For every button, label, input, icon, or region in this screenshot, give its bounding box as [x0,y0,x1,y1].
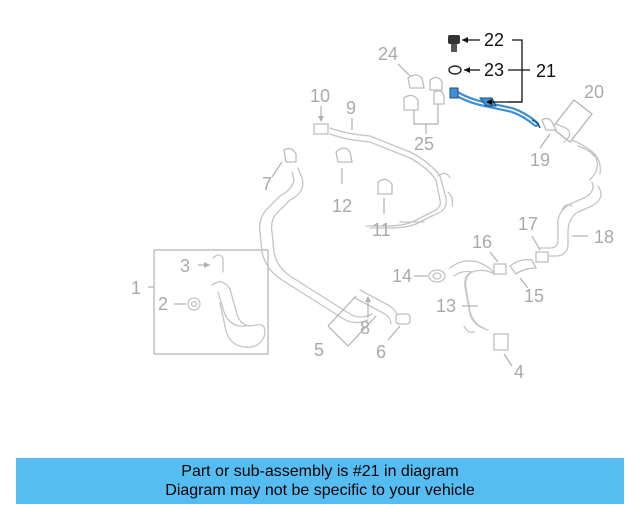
hose-upper-middle: 10 9 12 11 [310,86,454,240]
callout-12[interactable]: 12 [332,196,352,216]
callout-15[interactable]: 15 [524,286,544,306]
callout-20[interactable]: 20 [584,82,604,102]
callouts-21-22-23: 22 23 21 [448,30,556,105]
callout-16[interactable]: 16 [472,232,492,252]
bolt-icon [448,35,460,44]
callout-13[interactable]: 13 [436,296,456,316]
assembly-1-box: 1 3 2 [131,249,269,355]
callout-1[interactable]: 1 [131,278,141,298]
callout-14[interactable]: 14 [392,266,412,286]
banner-line-2: Diagram may not be specific to your vehi… [165,482,475,499]
parts-24-25: 24 25 [378,44,445,154]
o-ring-icon [448,65,462,75]
callout-11[interactable]: 11 [372,220,391,240]
info-banner: Part or sub-assembly is #21 in diagram D… [16,458,624,504]
callout-23[interactable]: 23 [484,60,504,80]
callout-7[interactable]: 7 [262,174,272,194]
callout-25[interactable]: 25 [414,134,434,154]
parts-diagram: 1 3 2 7 5 8 6 10 [131,30,614,382]
callout-8[interactable]: 8 [360,318,370,338]
callout-24[interactable]: 24 [378,44,398,64]
callout-4[interactable]: 4 [514,362,524,382]
callout-22[interactable]: 22 [484,30,504,50]
pipe-lower-left: 7 5 8 6 [258,148,411,362]
callout-5[interactable]: 5 [314,340,324,360]
parts-lower-right: 17 16 15 14 13 4 [392,214,549,382]
callout-19[interactable]: 19 [530,150,550,170]
callout-10[interactable]: 10 [310,86,330,106]
callout-9[interactable]: 9 [346,98,356,118]
callout-17[interactable]: 17 [518,214,538,234]
callout-2[interactable]: 2 [158,294,168,314]
callout-6[interactable]: 6 [376,342,386,362]
parts-19-20: 20 19 18 [530,82,614,257]
banner-line-1: Part or sub-assembly is #21 in diagram [181,463,459,480]
callout-3[interactable]: 3 [180,256,190,276]
callout-21[interactable]: 21 [536,61,556,81]
part-21-highlight[interactable] [449,87,541,129]
callout-18[interactable]: 18 [594,227,614,247]
